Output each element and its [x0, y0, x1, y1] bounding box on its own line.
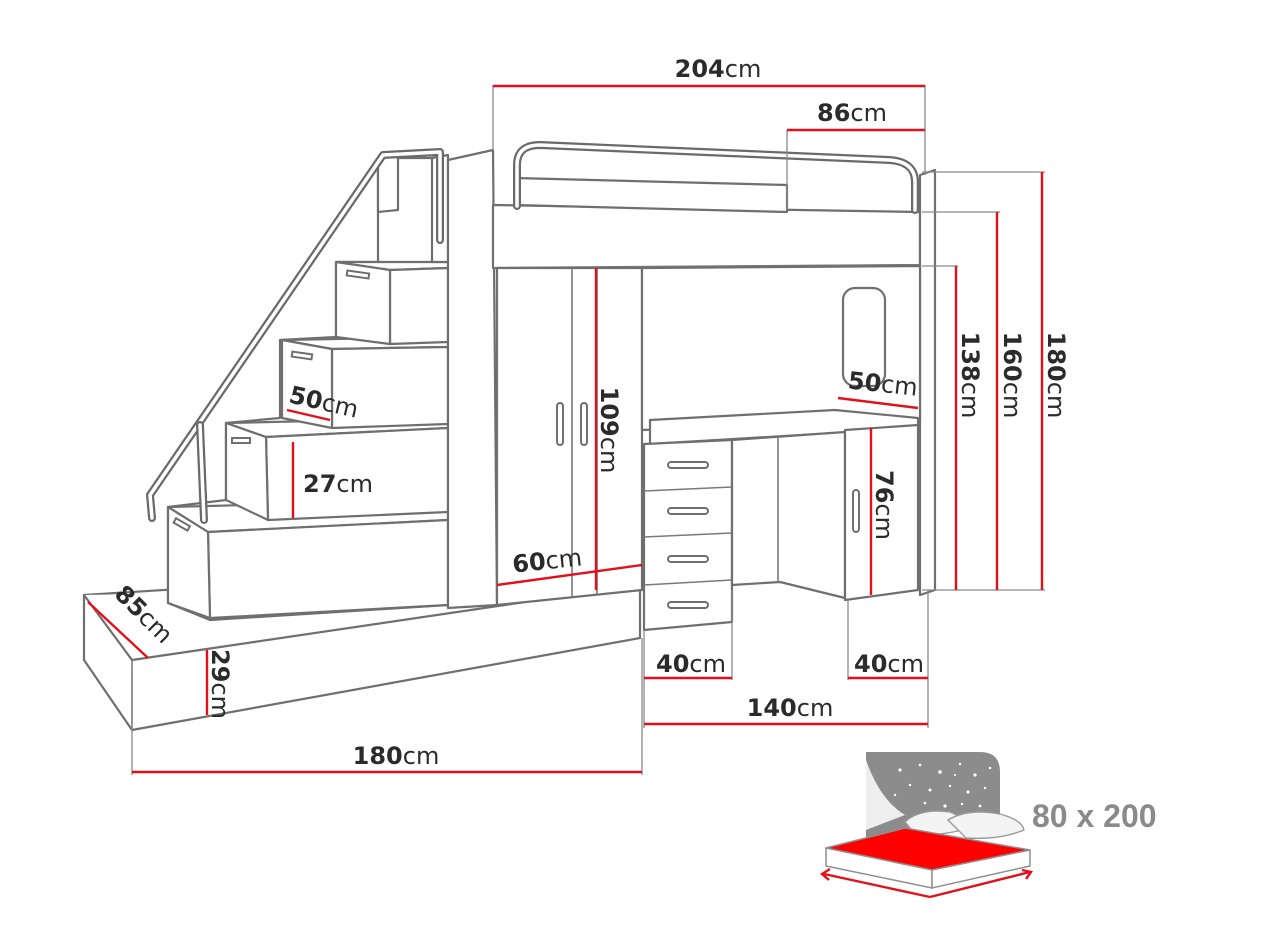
mattress-dimension-arrow [819, 867, 1034, 899]
bunk-bed-furniture [82, 141, 937, 732]
label-desk-top-depth: 50cm [847, 366, 920, 401]
label-total-height: 180cm [1042, 332, 1070, 419]
label-wardrobe-height: 109cm [595, 387, 623, 474]
label-base-height: 29cm [206, 649, 234, 719]
drawer-handle [667, 555, 709, 563]
label-desk-height: 76cm [870, 470, 898, 540]
main-frame [446, 141, 937, 610]
dim-line-wardrobe-width [496, 563, 643, 587]
bed-guard-rail [513, 141, 919, 214]
under-bed-back-panel [640, 264, 922, 432]
label-wardrobe-width: 60cm [511, 543, 584, 578]
dimension-lines [87, 84, 1045, 775]
extension-lines [131, 85, 1045, 775]
dim-line-desk-top-depth [837, 396, 919, 410]
cabinet-handle [852, 489, 860, 533]
label-drawer-unit-width: 40cm [656, 650, 726, 678]
dim-line-base-depth [87, 601, 149, 659]
label-frame-height: 160cm [998, 332, 1026, 419]
stair-step-4 [334, 260, 450, 346]
drawer-handle [667, 461, 709, 469]
desk-cabinet [843, 423, 920, 602]
desk [642, 408, 920, 632]
dim-line-step-depth [286, 408, 331, 422]
label-base-length: 180cm [353, 742, 440, 770]
moon-icon [866, 760, 905, 830]
desk-shelf-niche [841, 286, 887, 388]
desk-drawer-unit [642, 438, 734, 632]
label-total-width: 204cm [675, 55, 762, 83]
dimension-labels: 204cm 86cm 180cm 160cm 138cm 50cm 27cm 1… [109, 55, 1070, 770]
stair-step-3 [280, 335, 450, 430]
label-step-depth: 50cm [287, 381, 361, 424]
mattress [825, 827, 1031, 889]
mattress-icon: 80 x 200 [819, 752, 1157, 899]
stair-handrail [146, 148, 444, 524]
label-step-height: 27cm [303, 470, 373, 498]
pillows-icon [904, 810, 1025, 840]
stars-icon [893, 762, 992, 808]
wardrobe-handle-left [556, 402, 564, 446]
label-desk-width: 140cm [747, 694, 834, 722]
mattress-size-label: 80 x 200 [1032, 798, 1157, 834]
stair-step-2 [224, 416, 450, 522]
label-bed-overhang: 86cm [817, 99, 887, 127]
label-under-bed-height: 138cm [956, 332, 984, 419]
label-cabinet-width: 40cm [854, 650, 924, 678]
drawer-handle [667, 507, 709, 515]
drawer-handle [667, 601, 709, 609]
wardrobe-handle-right [580, 402, 588, 446]
